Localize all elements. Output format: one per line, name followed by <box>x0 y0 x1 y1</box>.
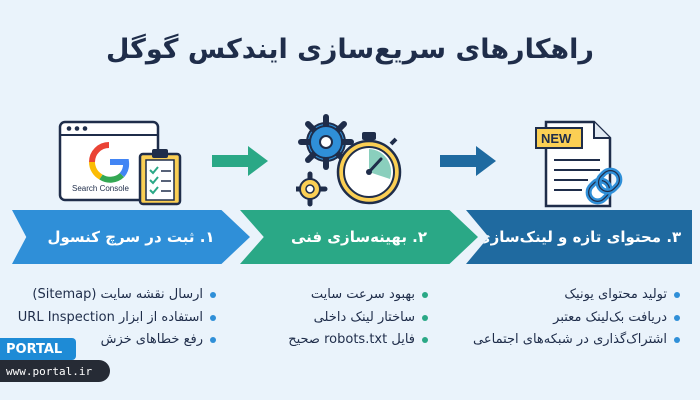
gears-stopwatch-icon <box>292 112 408 208</box>
page-title: راهکارهای سریع‌سازی ایندکس گوگل <box>106 34 594 65</box>
bullet-dot-icon <box>674 314 680 321</box>
bullet-dot-icon <box>422 337 428 344</box>
step-3-label: ۳. محتوای تازه و لینک‌سازی <box>476 228 682 246</box>
list-item: ساختار لینک داخلی <box>288 307 428 330</box>
list-item: استفاده از ابزار URL Inspection <box>18 307 216 330</box>
brand-badge: PORTAL <box>0 338 76 360</box>
list-item: رفع خطاهای خزش <box>18 329 216 352</box>
bullet-dot-icon <box>210 292 216 299</box>
bullet-dot-icon <box>422 314 428 321</box>
step-3-list: تولید محتوای یونیک دریافت بک‌لینک معتبر … <box>473 284 680 352</box>
list-item: فایل robots.txt صحیح <box>288 329 428 352</box>
search-console-label: Search Console <box>72 184 129 193</box>
step-2-list: بهبود سرعت سایت ساختار لینک داخلی فایل r… <box>288 284 428 352</box>
site-link[interactable]: www.portal.ir <box>0 360 110 382</box>
arrow-right-icon <box>212 146 268 176</box>
list-item: بهبود سرعت سایت <box>288 284 428 307</box>
step-2-label: ۲. بهینه‌سازی فنی <box>290 228 428 246</box>
list-item: اشتراک‌گذاری در شبکه‌های اجتماعی <box>473 329 680 352</box>
bullet-dot-icon <box>674 292 680 299</box>
bullet-dot-icon <box>422 292 428 299</box>
list-item: دریافت بک‌لینک معتبر <box>473 307 680 330</box>
step-1-bar: ۱. ثبت در سرچ کنسول <box>12 210 250 264</box>
search-console-icon: Search Console <box>58 120 188 210</box>
new-document-link-icon: NEW <box>532 114 632 210</box>
step-3-bar: ۳. محتوای تازه و لینک‌سازی <box>466 210 692 264</box>
step-1-label: ۱. ثبت در سرچ کنسول <box>47 228 215 246</box>
new-badge-text: NEW <box>541 131 572 146</box>
list-item: تولید محتوای یونیک <box>473 284 680 307</box>
bullet-dot-icon <box>674 337 680 344</box>
step-2-bar: ۲. بهینه‌سازی فنی <box>240 210 478 264</box>
list-item: ارسال نقشه سایت (Sitemap) <box>18 284 216 307</box>
arrow-right-icon <box>440 146 496 176</box>
bullet-dot-icon <box>210 337 216 344</box>
step-1-list: ارسال نقشه سایت (Sitemap) استفاده از ابز… <box>18 284 216 352</box>
bullet-dot-icon <box>210 314 216 321</box>
